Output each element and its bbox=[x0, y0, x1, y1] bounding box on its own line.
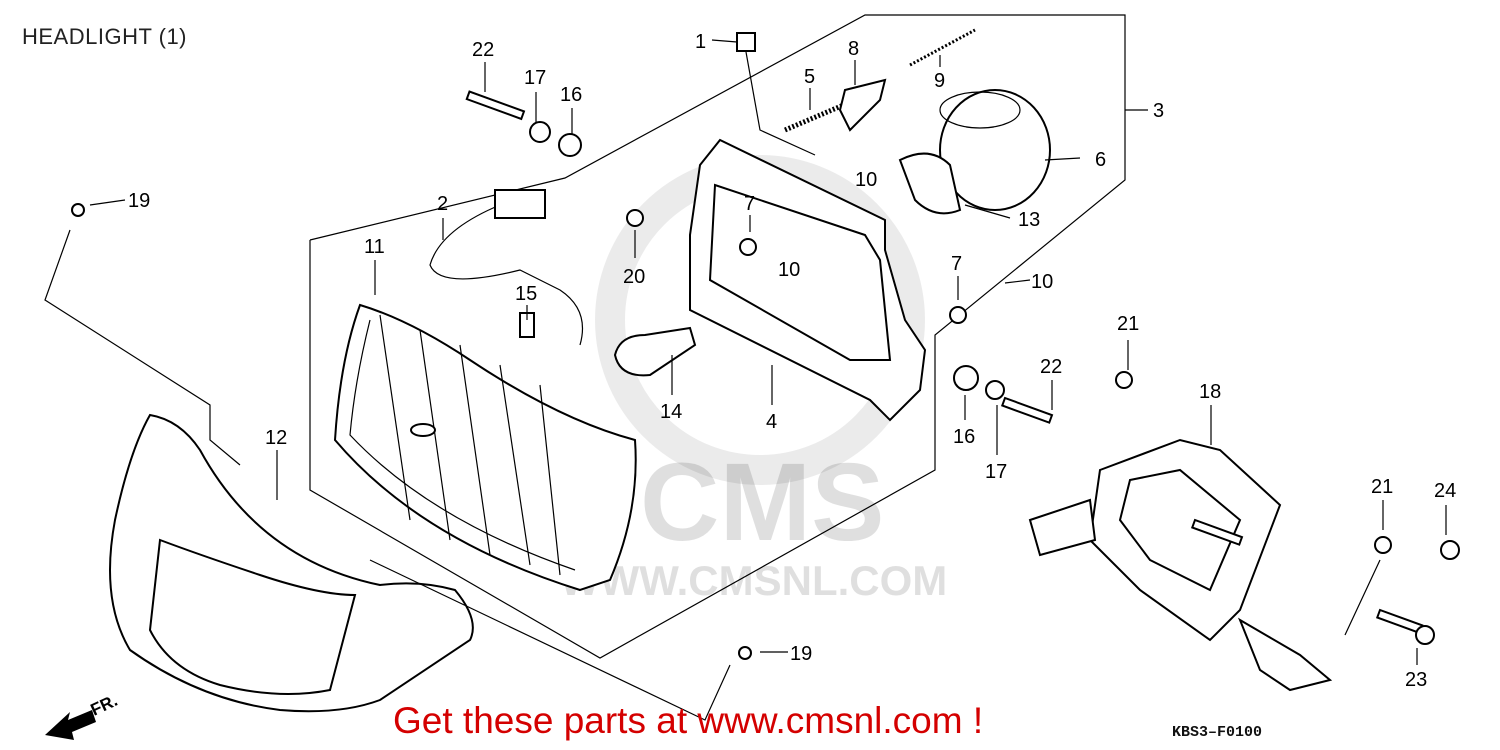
callout-16: 16 bbox=[953, 426, 975, 448]
assembly-outline bbox=[309, 14, 1126, 659]
callout-24: 24 bbox=[1434, 480, 1456, 502]
callout-22: 22 bbox=[472, 39, 494, 61]
callout-15: 15 bbox=[515, 283, 537, 305]
callout-labels: 1 8 22 17 16 5 9 3 19 10 6 2 7 13 11 20 … bbox=[128, 31, 1456, 691]
callout-19: 19 bbox=[128, 190, 150, 212]
diagram-code: KBS3–F0100 bbox=[1172, 724, 1263, 741]
callout-16: 16 bbox=[560, 84, 582, 106]
callout-5: 5 bbox=[804, 66, 815, 88]
callout-7: 7 bbox=[951, 253, 962, 275]
footer-promo-link[interactable]: Get these parts at www.cmsnl.com ! bbox=[393, 700, 984, 741]
callout-7: 7 bbox=[744, 193, 755, 215]
callout-10: 10 bbox=[855, 169, 877, 191]
bulb-and-wiring bbox=[429, 189, 697, 377]
watermark: CMS WWW.CMSNL.COM bbox=[560, 155, 947, 604]
callout-4: 4 bbox=[766, 411, 777, 433]
callout-18: 18 bbox=[1199, 381, 1221, 403]
headlight-cover bbox=[109, 413, 474, 713]
callout-19: 19 bbox=[790, 643, 812, 665]
callout-10: 10 bbox=[778, 259, 800, 281]
mounting-stay bbox=[1028, 438, 1333, 692]
leader-lines bbox=[44, 39, 1447, 721]
front-direction-arrow: FR. bbox=[45, 691, 121, 740]
callout-12: 12 bbox=[265, 427, 287, 449]
callout-6: 6 bbox=[1095, 149, 1106, 171]
callout-23: 23 bbox=[1405, 669, 1427, 691]
callout-17: 17 bbox=[524, 67, 546, 89]
socket-cover bbox=[898, 89, 1051, 215]
callout-14: 14 bbox=[660, 401, 682, 423]
callout-21: 21 bbox=[1371, 476, 1393, 498]
headlight-unit bbox=[333, 303, 637, 592]
callout-21: 21 bbox=[1117, 313, 1139, 335]
hardware bbox=[71, 28, 1460, 660]
watermark-url: WWW.CMSNL.COM bbox=[560, 557, 947, 604]
callout-11: 11 bbox=[364, 236, 385, 258]
callout-10: 10 bbox=[1031, 271, 1053, 293]
callout-20: 20 bbox=[623, 266, 645, 288]
callout-22: 22 bbox=[1040, 356, 1062, 378]
watermark-logo: CMS bbox=[640, 441, 884, 564]
callout-1: 1 bbox=[695, 31, 706, 53]
diagram-title: HEADLIGHT (1) bbox=[22, 24, 188, 49]
headlight-bracket bbox=[689, 138, 927, 422]
callout-13: 13 bbox=[1018, 209, 1040, 231]
callout-9: 9 bbox=[934, 70, 945, 92]
callout-3: 3 bbox=[1153, 100, 1164, 122]
callout-2: 2 bbox=[437, 193, 448, 215]
callout-8: 8 bbox=[848, 38, 859, 60]
callout-17: 17 bbox=[985, 461, 1007, 483]
